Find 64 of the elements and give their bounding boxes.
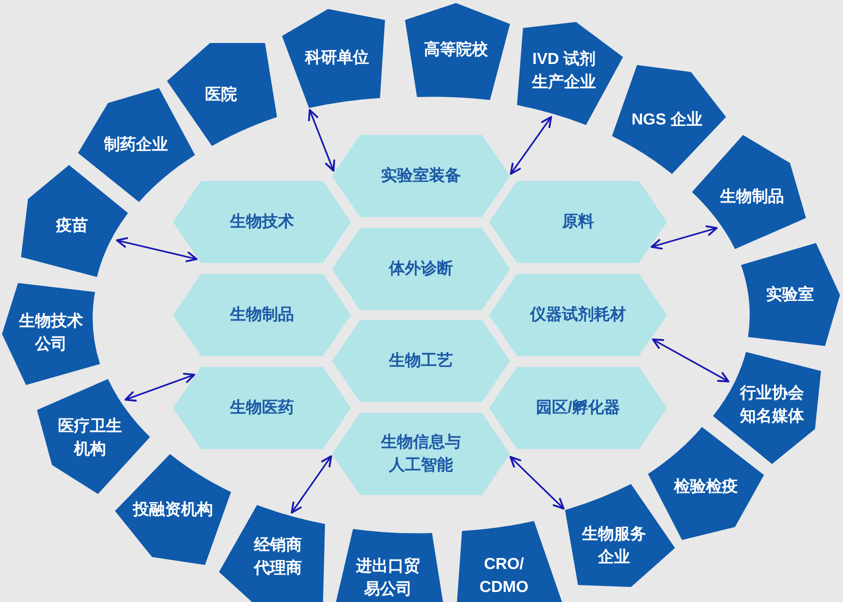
sector-label: 生物制品 <box>230 305 294 326</box>
stakeholder-pentagon <box>2 283 100 385</box>
stakeholder-pentagon <box>282 9 385 108</box>
double-headed-arrow <box>308 109 336 172</box>
sector-hexagon <box>173 367 351 449</box>
double-headed-arrow <box>650 225 718 250</box>
stakeholder-label: NGS 企业 <box>631 110 703 130</box>
stakeholder-pentagon <box>167 43 277 146</box>
stakeholder-label: 检验检疫 <box>674 476 738 498</box>
stakeholder-label: 制药企业 <box>104 135 168 156</box>
double-headed-arrow <box>510 456 564 510</box>
sector-hexagon <box>489 274 667 356</box>
stakeholder-label: 医疗卫生机构 <box>57 416 123 460</box>
double-headed-arrow <box>510 116 552 175</box>
stakeholder-pentagon <box>21 165 128 277</box>
sector-label: 生物医药 <box>230 398 294 418</box>
stakeholder-label: 生物服务企业 <box>580 524 647 568</box>
stakeholder-label: 生物技术公司 <box>18 312 84 355</box>
stakeholder-pentagon <box>565 484 675 587</box>
stakeholder-pentagon <box>713 352 821 464</box>
stakeholder-pentagon <box>78 88 195 202</box>
sector-hexagon <box>489 367 667 449</box>
stakeholder-label: CRO/ CDMO <box>478 554 530 598</box>
stakeholder-pentagon <box>612 65 726 174</box>
stakeholder-label: 高等院校 <box>424 40 488 60</box>
stakeholder-pentagon <box>115 454 231 565</box>
sector-label: 生物信息与人工智能 <box>380 432 462 476</box>
stakeholder-label: 科研单位 <box>305 48 369 68</box>
stakeholder-pentagon <box>219 505 325 602</box>
sector-label: 生物工艺 <box>389 351 453 372</box>
stakeholder-pentagon <box>648 427 764 540</box>
stakeholder-label: 生物制品 <box>720 187 784 208</box>
sector-hexagon <box>489 181 667 263</box>
stakeholder-pentagon <box>517 22 623 125</box>
sector-hexagon <box>332 320 510 402</box>
stakeholder-label: 经销商代理商 <box>252 535 303 579</box>
stakeholder-pentagon <box>37 379 150 494</box>
sector-label: 原料 <box>562 212 594 232</box>
sector-label: 仪器试剂耗材 <box>530 304 626 326</box>
sector-label: 园区/孵化器 <box>536 398 620 418</box>
sector-label: 体外诊断 <box>389 259 453 280</box>
sector-label: 生物技术 <box>230 212 294 232</box>
stakeholder-pentagon <box>405 3 510 100</box>
stakeholder-pentagon <box>692 135 806 249</box>
stakeholder-label: 实验室 <box>766 284 814 306</box>
stakeholder-pentagon <box>457 521 562 602</box>
sector-hexagon <box>332 135 510 217</box>
stakeholder-pentagon <box>741 243 840 346</box>
sector-hexagon <box>332 413 510 495</box>
stakeholder-label: 进出口贸易公司 <box>354 556 421 600</box>
double-headed-arrow <box>124 372 196 402</box>
double-headed-arrow <box>290 455 332 514</box>
stakeholder-label: 疫苗 <box>56 216 88 236</box>
stakeholder-label: 投融资机构 <box>133 500 213 520</box>
double-headed-arrow <box>116 237 198 262</box>
sector-hexagon <box>173 181 351 263</box>
double-headed-arrow <box>652 338 730 382</box>
stakeholder-label: IVD 试剂生产企业 <box>530 49 597 93</box>
stakeholder-label: 行业协会知名媒体 <box>738 384 805 427</box>
sector-hexagon <box>173 274 351 356</box>
stakeholder-pentagon <box>336 529 443 602</box>
sector-label: 实验室装备 <box>381 166 461 186</box>
sector-hexagon <box>332 228 510 310</box>
stakeholder-label: 医院 <box>205 84 237 106</box>
